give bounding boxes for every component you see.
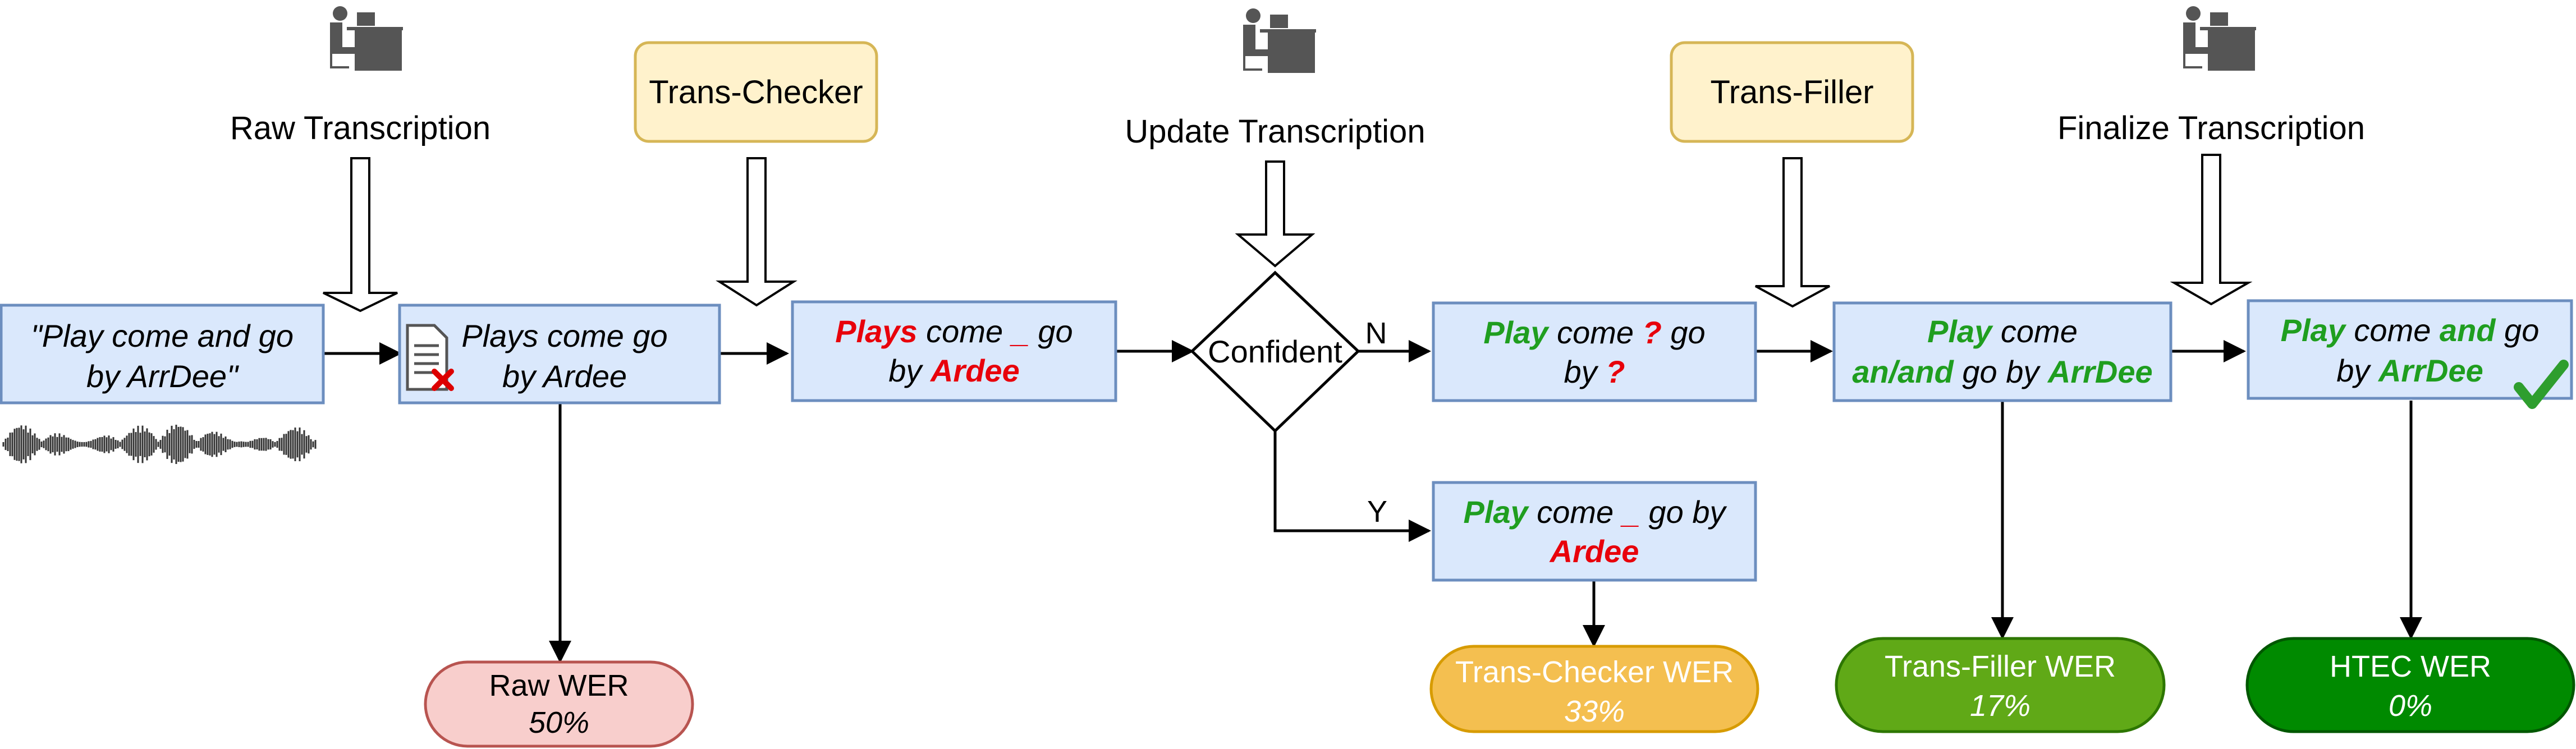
actor-label: Raw Transcription [230, 110, 491, 146]
tool-trans-filler: Trans-Filler [1670, 41, 1914, 143]
filled-word: an/and [1852, 354, 1954, 389]
hollow-arrow-down-icon [1235, 160, 1315, 268]
confidence-decision: Confident N Y [1190, 270, 1387, 529]
raw-transcription-box: Plays come go by Ardee [398, 304, 721, 405]
box-line: Play come [1927, 314, 2078, 349]
person-at-desk-icon [1242, 7, 1317, 74]
hollow-arrow-down-icon [716, 157, 797, 307]
box-line: by ? [1564, 354, 1625, 389]
error-word: Plays [835, 314, 917, 349]
wer-htec: HTEC WER 0% [2245, 637, 2575, 733]
wer-trans-filler: Trans-Filler WER 17% [1835, 637, 2166, 733]
word: come [1528, 494, 1622, 530]
correct-word: ArrDee [2377, 353, 2483, 388]
wer-label: HTEC WER [2330, 650, 2491, 683]
wer-label: Trans-Checker WER [1455, 655, 1734, 689]
correct-word: Play [1483, 315, 1550, 350]
word: go [2495, 313, 2539, 348]
hollow-arrow-down-icon [323, 157, 398, 313]
no-branch-box: Play come ? go by ? [1432, 301, 1757, 402]
branch-label-yes: Y [1367, 495, 1387, 529]
checkmark-icon [2514, 360, 2569, 409]
wer-value: 33% [1564, 695, 1625, 728]
missing-word: _ [1620, 494, 1640, 530]
actor-label: Finalize Transcription [2057, 110, 2365, 146]
final-transcription-box: Play come and go by ArrDee [2247, 299, 2573, 409]
correct-word: Play [1464, 494, 1530, 530]
correct-word: and [2440, 313, 2496, 348]
missing-word: ? [1606, 354, 1625, 389]
wer-label: Raw WER [489, 669, 629, 702]
actor-label: Update Transcription [1125, 113, 1425, 150]
actor-update-transcription: Update Transcription [1125, 7, 1425, 150]
error-word: _ [1010, 314, 1029, 349]
box-line: an/and go by ArrDee [1852, 354, 2152, 389]
word: go [1029, 314, 1073, 349]
word: go by [1640, 494, 1727, 530]
box-line: by Ardee [888, 353, 1019, 388]
decision-label: Confident [1208, 334, 1342, 369]
box-line: Plays come _ go [835, 314, 1072, 349]
box-line: Play come _ go by [1464, 494, 1727, 530]
box-line: by Ardee [502, 359, 627, 394]
word: go [1662, 315, 1706, 350]
actor-raw-transcription: Raw Transcription [230, 5, 491, 146]
tool-label: Trans-Checker [649, 74, 863, 111]
word: come [1548, 315, 1643, 350]
person-at-desk-icon [329, 5, 404, 72]
branch-label-no: N [1365, 316, 1387, 350]
hollow-arrow-down-icon [1755, 157, 1830, 308]
box-line: Plays come go [461, 318, 667, 353]
hollow-arrows [323, 154, 2253, 313]
word: by [2336, 353, 2378, 388]
word: come [2345, 313, 2440, 348]
box-line: by ArrDee" [86, 359, 239, 394]
correct-word: Play [1927, 314, 1993, 349]
actor-finalize-transcription: Finalize Transcription [2057, 5, 2365, 146]
hollow-arrow-down-icon [2170, 154, 2253, 306]
box-line: Play come ? go [1483, 315, 1705, 350]
correct-word: ArrDee [2047, 354, 2153, 389]
wer-value: 17% [1970, 689, 2030, 723]
checked-transcription-box: Plays come _ go by Ardee [791, 300, 1117, 402]
filled-transcription-box: Play come an/and go by ArrDee [1832, 301, 2172, 402]
wer-raw: Raw WER 50% [424, 660, 694, 748]
wer-value: 50% [529, 706, 589, 739]
box-line: by ArrDee [2336, 353, 2483, 388]
input-utterance-box: "Play come and go by ArrDee" [0, 304, 325, 405]
yes-branch-box: Play come _ go by Ardee [1432, 481, 1757, 582]
wer-label: Trans-Filler WER [1885, 650, 2116, 683]
audio-waveform-icon [2, 425, 317, 464]
box-line: Play come and go [2281, 313, 2540, 348]
word: go by [1954, 354, 2048, 389]
box-line: "Play come and go [31, 318, 294, 353]
document-error-icon [406, 324, 454, 391]
word: by [888, 353, 931, 388]
error-word: Ardee [1549, 534, 1639, 569]
correct-word: Play [2281, 313, 2347, 348]
tool-label: Trans-Filler [1710, 74, 1873, 111]
word: come [918, 314, 1012, 349]
word: come [1992, 314, 2078, 349]
missing-word: ? [1643, 315, 1662, 350]
word: by [1564, 354, 1606, 389]
error-word: Ardee [929, 353, 1020, 388]
person-at-desk-icon [2182, 5, 2257, 72]
connectors [323, 340, 2422, 663]
tool-trans-checker: Trans-Checker [634, 41, 878, 143]
wer-trans-checker: Trans-Checker WER 33% [1429, 645, 1759, 733]
wer-value: 0% [2389, 689, 2432, 723]
